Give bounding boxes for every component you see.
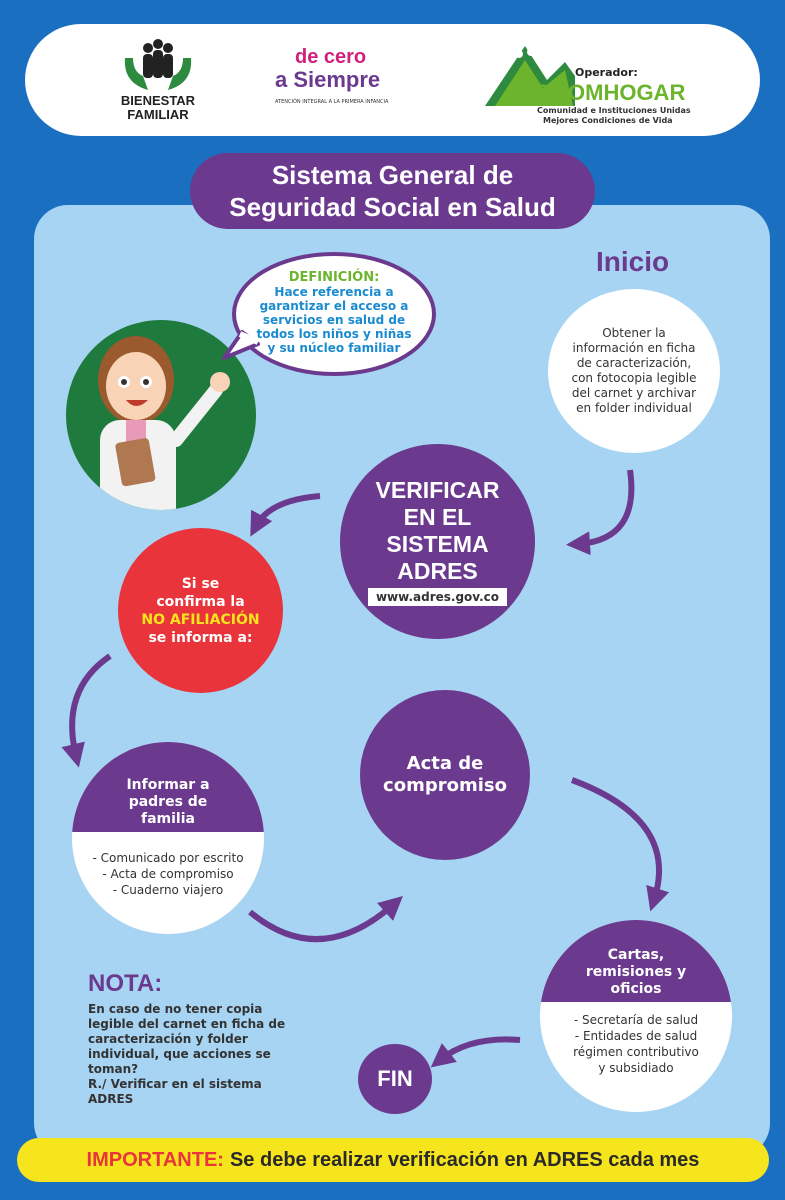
confirma-line1: Si se	[181, 575, 220, 592]
mountain-people-icon	[485, 46, 575, 106]
inicio-label: Inicio	[596, 246, 670, 277]
definition-body: Hace referencia a garantizar el acceso a…	[256, 285, 412, 355]
cartas-item-4: y subsidiado	[598, 1061, 674, 1075]
doctor-icon	[98, 336, 230, 510]
de-cero-a-siempre-logo: de cero a Siempre ATENCIÓN INTEGRAL A LA…	[275, 46, 415, 126]
nota-body: En caso de no tener copia legible del ca…	[88, 1002, 286, 1076]
logo2-line1: de cero	[295, 46, 367, 68]
logo2-line2: a Siempre	[275, 67, 381, 92]
nota-section: NOTA: En caso de no tener copia legible …	[88, 970, 288, 1107]
verificar-line4: ADRES	[397, 558, 478, 584]
confirma-line2: confirma la	[156, 593, 245, 610]
acta-circle: Acta de compromiso	[360, 690, 530, 860]
inicio-text: Obtener la información en ficha de carac…	[571, 326, 697, 415]
verificar-line1: VERIFICAR	[375, 477, 500, 503]
title-line1: Sistema General de	[271, 160, 514, 190]
logo3-line2: Mejores Condiciones de Vida	[543, 116, 673, 125]
header-bar: BIENESTAR FAMILIAR de cero a Siempre ATE…	[25, 24, 760, 136]
importante-banner: IMPORTANTE: Se debe realizar verificació…	[17, 1138, 769, 1182]
logo1-line2: FAMILIAR	[127, 107, 189, 122]
coomhogar-logo: Operador: COOMHOGAR Comunidad e Instituc…	[485, 40, 725, 130]
cartas-item-2: - Entidades de salud	[574, 1029, 698, 1043]
nota-heading: NOTA:	[88, 970, 163, 997]
bienestar-familiar-logo: BIENESTAR FAMILIAR	[113, 38, 203, 126]
acta-line1: Acta de	[406, 753, 484, 774]
fin-circle: FIN	[358, 1044, 432, 1114]
confirma-circle: Si se confirma la NO AFILIACIÓN se infor…	[118, 528, 283, 693]
verificar-circle: VERIFICAR EN EL SISTEMA ADRES www.adres.…	[340, 444, 535, 639]
adres-url: www.adres.gov.co	[367, 588, 508, 606]
informar-circle: Informar a padres de familia - Comunicad…	[72, 742, 264, 934]
informar-item-1: - Comunicado por escrito	[92, 851, 244, 865]
page-title: Sistema General de Seguridad Social en S…	[190, 153, 595, 229]
family-hands-icon	[124, 39, 192, 90]
cartas-circle: Cartas, remisiones y oficios - Secretarí…	[540, 920, 732, 1112]
logo3-name: COOMHOGAR	[535, 80, 686, 105]
nota-answer1: R./ Verificar en el sistema	[88, 1077, 262, 1091]
logo1-line1: BIENESTAR	[120, 93, 196, 108]
informar-item-3: - Cuaderno viajero	[112, 883, 224, 897]
verificar-line3: SISTEMA	[386, 531, 489, 557]
logo3-operator: Operador:	[575, 66, 638, 79]
cartas-item-3: régimen contributivo	[573, 1045, 699, 1059]
cartas-item-1: - Secretaría de salud	[573, 1013, 699, 1027]
importante-text: Se debe realizar verificación en ADRES c…	[229, 1148, 700, 1171]
definition-heading: DEFINICIÓN:	[288, 270, 380, 285]
confirma-highlight: NO AFILIACIÓN	[141, 611, 260, 628]
fin-label: FIN	[377, 1066, 413, 1091]
cartas-title: Cartas, remisiones y oficios	[585, 947, 687, 997]
importante-label: IMPORTANTE:	[86, 1148, 224, 1171]
nota-answer2: ADRES	[88, 1092, 134, 1106]
informar-item-2: - Acta de compromiso	[102, 867, 234, 881]
doctor-illustration	[66, 320, 256, 510]
confirma-line3: se informa a:	[148, 629, 253, 646]
verificar-line2: EN EL	[403, 504, 472, 530]
title-line2: Seguridad Social en Salud	[229, 192, 556, 222]
inicio-circle: Obtener la información en ficha de carac…	[548, 289, 720, 453]
acta-line2: compromiso	[383, 775, 507, 796]
logo2-tagline: ATENCIÓN INTEGRAL A LA PRIMERA INFANCIA	[275, 99, 389, 105]
logo3-line1: Comunidad e Instituciones Unidas	[537, 106, 691, 115]
definition-bubble: DEFINICIÓN: Hace referencia a garantizar…	[218, 248, 438, 386]
informar-title: Informar a padres de familia	[126, 777, 210, 827]
